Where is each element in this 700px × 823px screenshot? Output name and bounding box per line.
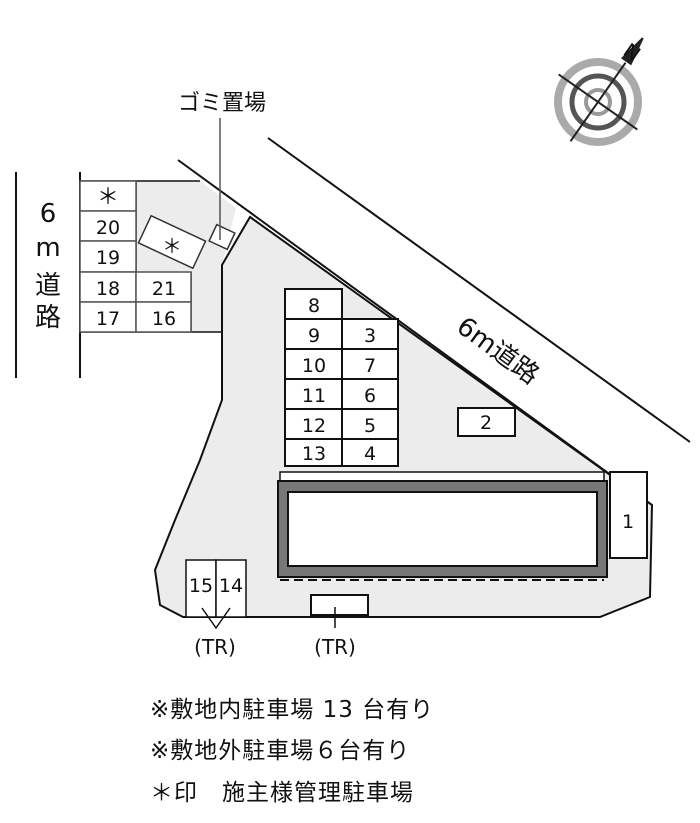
parking-space-15	[185, 559, 217, 618]
transformer-box	[310, 594, 369, 616]
space-label: ＊	[162, 234, 182, 258]
space-label: 9	[308, 325, 320, 347]
space-label: 10	[302, 355, 326, 377]
transformer-label: (TR)	[314, 635, 356, 659]
parking-grid	[284, 288, 399, 467]
space-label: 16	[152, 308, 176, 330]
compass-icon	[554, 37, 644, 146]
space-label: 4	[364, 443, 376, 465]
parking-space-14	[215, 559, 247, 618]
space-label: 18	[96, 278, 120, 300]
space-label: ＊	[97, 185, 119, 210]
space-label: 6	[364, 385, 376, 407]
note-line: ※敷地内駐車場 13 台有り	[150, 697, 435, 723]
space-label: 12	[302, 415, 326, 437]
space-label: 20	[96, 217, 120, 239]
parking-space-1	[609, 471, 648, 559]
space-label: 14	[219, 575, 243, 597]
note-line: ※敷地外駐車場６台有り	[150, 738, 411, 764]
left-parking-column	[79, 180, 192, 333]
space-label: 15	[189, 575, 213, 597]
space-label: 11	[302, 385, 326, 407]
space-label: 1	[622, 511, 634, 533]
road-edge-diag-outer	[267, 137, 691, 443]
road-label-left: m	[35, 233, 60, 263]
space-label: 17	[96, 308, 120, 330]
road-label-left: 路	[35, 303, 61, 333]
road-label-left: 6	[40, 199, 57, 229]
space-label: 3	[364, 325, 376, 347]
space-label: 19	[96, 247, 120, 269]
garbage-label: ゴミ置場	[178, 91, 266, 116]
space-label: 7	[364, 355, 376, 377]
balcony	[279, 471, 605, 482]
space-label: 8	[308, 295, 320, 317]
note-line: ＊印 施主様管理駐車場	[150, 780, 414, 806]
angled-space	[137, 214, 207, 270]
space-label: 5	[364, 415, 376, 437]
space-label: 21	[152, 278, 176, 300]
space-label: 13	[302, 443, 326, 465]
road-label-left: 道	[35, 271, 61, 301]
parking-space-2	[457, 407, 516, 437]
space-label: 2	[480, 412, 492, 434]
garbage-area	[208, 223, 236, 251]
transformer-label: (TR)	[194, 635, 236, 659]
